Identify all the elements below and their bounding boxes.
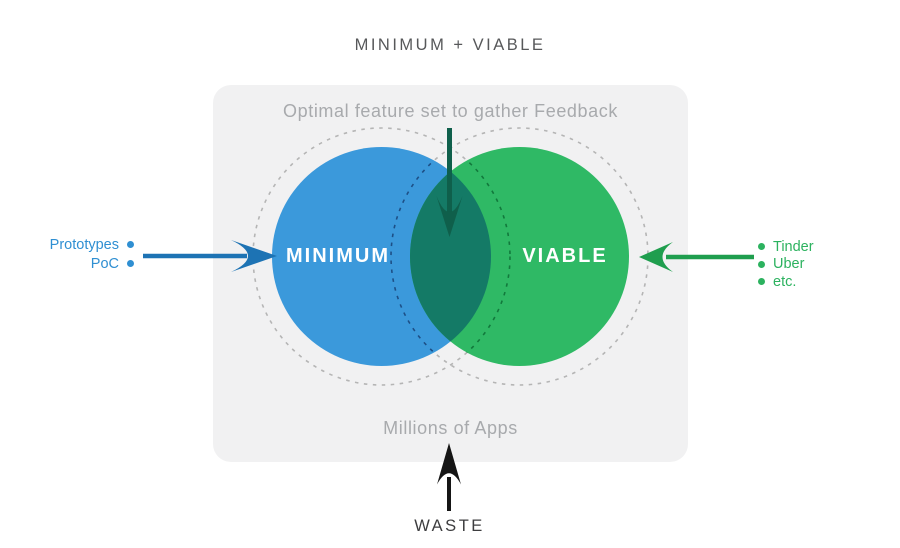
arrow-up-icon [437,443,461,511]
arrow-left-icon [639,242,754,272]
viable-circle-label: VIABLE [522,245,608,267]
list-item: Prototypes [8,235,134,254]
annotation-label: PoC [90,255,119,272]
bullet-dot-icon [758,278,765,286]
list-item: Uber [758,256,898,274]
bullet-dot-icon [758,243,765,251]
bullet-dot-icon [127,241,134,248]
arrow-right-icon [143,240,277,272]
page-title: MINIMUM + VIABLE [354,36,546,54]
bottom-caption: Millions of Apps [383,418,518,438]
annotation-label: Tinder [773,238,814,255]
dashed-arc-over-green [410,147,511,366]
annotation-label: etc. [773,273,797,290]
waste-label: WASTE [414,517,485,535]
arrow-down-icon [436,128,463,237]
overlap-region [410,147,491,366]
right-annotation-list: Tinder Uber etc. [758,238,898,291]
annotation-label: Prototypes [49,236,119,253]
bullet-dot-icon [127,260,134,267]
top-caption: Optimal feature set to gather Feedback [283,101,618,121]
annotation-label: Uber [773,256,805,273]
list-item: Tinder [758,238,898,256]
minimum-circle-label: MINIMUM [286,245,390,267]
left-annotation-list: Prototypes PoC [8,235,134,273]
bullet-dot-icon [758,260,765,268]
list-item: etc. [758,273,898,291]
list-item: PoC [8,254,134,273]
